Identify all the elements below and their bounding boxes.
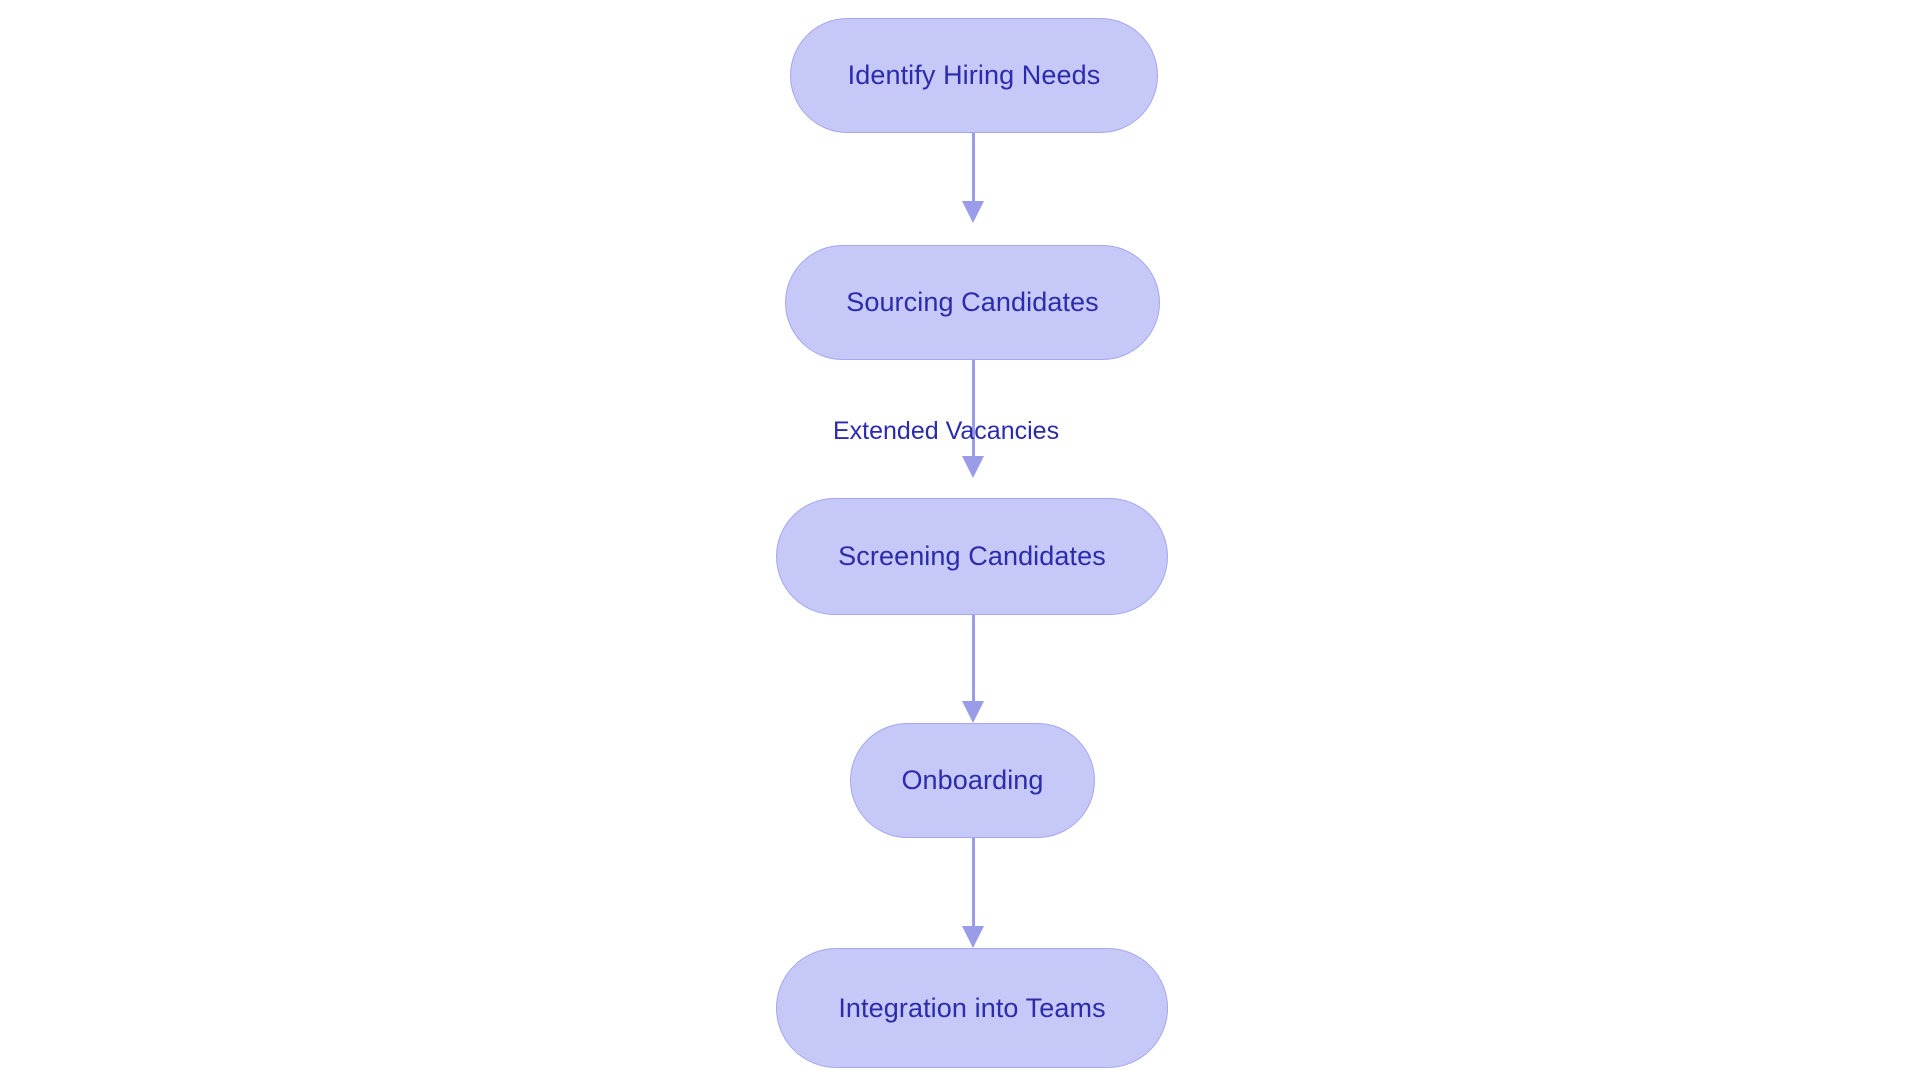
node-label: Screening Candidates bbox=[838, 541, 1106, 571]
edge-label-extended-vacancies: Extended Vacancies bbox=[833, 417, 1060, 445]
edge-connector-line-2 bbox=[971, 360, 975, 456]
node-onboarding[interactable]: Onboarding bbox=[850, 723, 1095, 838]
edge-arrowhead-icon-4 bbox=[962, 926, 984, 948]
edge-connector-line-4 bbox=[971, 838, 975, 926]
edge-arrowhead-icon-1 bbox=[962, 201, 984, 223]
node-sourcing-candidates[interactable]: Sourcing Candidates bbox=[785, 245, 1160, 360]
node-label: Identify Hiring Needs bbox=[847, 60, 1101, 90]
node-label: Sourcing Candidates bbox=[846, 287, 1099, 317]
edge-arrowhead-icon-2 bbox=[962, 456, 984, 478]
node-label: Onboarding bbox=[901, 765, 1044, 795]
edge-arrowhead-icon-3 bbox=[962, 701, 984, 723]
node-integration-into-teams[interactable]: Integration into Teams bbox=[776, 948, 1168, 1068]
edge-connector-line-1 bbox=[971, 133, 975, 201]
edge-connector-line-3 bbox=[971, 615, 975, 701]
node-screening-candidates[interactable]: Screening Candidates bbox=[776, 498, 1168, 615]
node-label: Integration into Teams bbox=[838, 992, 1106, 1023]
node-identify-hiring-needs[interactable]: Identify Hiring Needs bbox=[790, 18, 1158, 133]
